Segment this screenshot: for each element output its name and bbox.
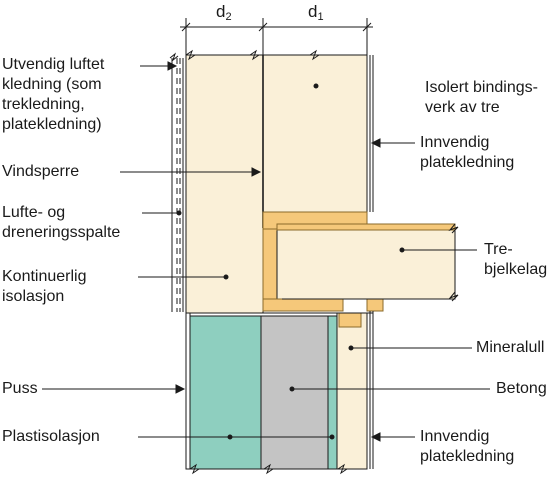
floor-joist-insulation bbox=[276, 228, 456, 300]
outer-cladding bbox=[169, 52, 184, 312]
concrete-wall bbox=[260, 315, 329, 470]
sill-plate bbox=[262, 298, 344, 312]
plastic-insulation-inner bbox=[327, 315, 338, 470]
joist-break-mark-bottom bbox=[448, 291, 459, 302]
label-ventilation-drainage-gap: Lufte- og dreneringsspalte bbox=[2, 204, 121, 241]
break-mark-mid bbox=[249, 49, 260, 61]
label-inner-lining-top: Innvendig platekledning bbox=[420, 134, 515, 171]
dimension-d2-label: d2 bbox=[216, 2, 232, 23]
label-insulated-timber-frame: Isolert bindings- verk av tre bbox=[425, 79, 538, 116]
label-floor-joists: Tre- bjelkelag bbox=[484, 241, 548, 278]
mineral-wool bbox=[336, 312, 368, 470]
rim-joist bbox=[262, 228, 278, 300]
label-mineral-wool: Mineralull bbox=[476, 339, 545, 356]
insulated-timber-frame bbox=[262, 54, 368, 213]
dim-tick-right bbox=[362, 22, 372, 32]
label-inner-lining-bottom: Innvendig platekledning bbox=[420, 428, 515, 465]
bottom-batten bbox=[338, 312, 362, 328]
dim-tick-middle bbox=[258, 22, 268, 32]
continuous-insulation bbox=[185, 54, 264, 314]
leader-lines bbox=[42, 61, 490, 442]
foundation-break-marks bbox=[189, 463, 348, 475]
dim-tick-left bbox=[181, 22, 191, 32]
label-outer-ventilated-cladding: Utvendig luftet kledning (som treklednin… bbox=[2, 56, 105, 133]
floor-board bbox=[276, 223, 456, 231]
plastic-insulation-outer bbox=[189, 315, 262, 470]
label-wind-barrier: Vindsperre bbox=[2, 163, 80, 180]
label-continuous-insulation: Kontinuerlig isolasjon bbox=[2, 268, 87, 305]
break-mark-right bbox=[309, 49, 320, 61]
dimension-lines bbox=[180, 18, 373, 55]
label-render: Puss bbox=[2, 380, 38, 397]
dimension-d1-label: d1 bbox=[308, 2, 324, 23]
label-plastic-insulation: Plastisolasjon bbox=[2, 428, 100, 445]
joist-break-mark-top bbox=[448, 223, 459, 234]
ceiling-batten bbox=[366, 298, 384, 312]
label-concrete: Betong bbox=[496, 380, 547, 397]
render-layer bbox=[185, 312, 191, 470]
break-mark-left bbox=[185, 49, 196, 61]
